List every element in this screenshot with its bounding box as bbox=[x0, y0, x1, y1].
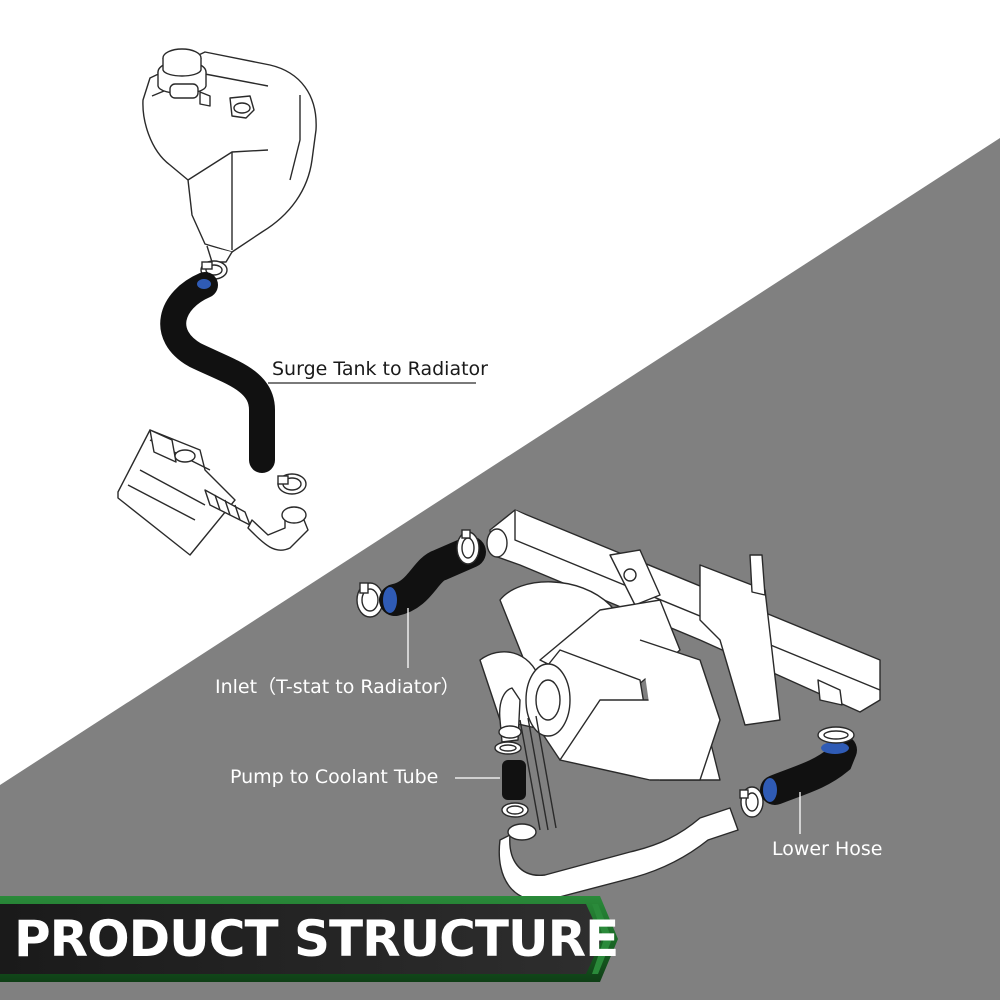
label-pump-to-coolant-tube: Pump to Coolant Tube bbox=[230, 766, 439, 788]
hose-clamp-icon bbox=[739, 786, 764, 818]
fan-icon bbox=[479, 581, 721, 831]
hose-icon bbox=[760, 735, 857, 805]
hose-clamp-icon bbox=[817, 726, 855, 744]
banner bbox=[0, 896, 618, 982]
label-surge-tank-to-radiator: Surge Tank to Radiator bbox=[272, 358, 488, 380]
hose-clamp-icon bbox=[456, 529, 480, 565]
label-lower-hose: Lower Hose bbox=[772, 838, 883, 860]
coolant-tube-icon bbox=[498, 687, 522, 743]
background-dark bbox=[0, 138, 1000, 1000]
label-inlet: Inlet（T-stat to Radiator） bbox=[215, 676, 460, 698]
hose-icon bbox=[502, 760, 526, 800]
hose-icon bbox=[379, 536, 486, 616]
coolant-tube-icon bbox=[498, 807, 739, 902]
radiator-icon bbox=[117, 429, 309, 556]
hose-clamp-icon bbox=[494, 741, 522, 755]
hose-icon bbox=[160, 272, 275, 473]
radiator-icon bbox=[486, 509, 881, 726]
hose-clamp-icon bbox=[356, 582, 384, 618]
banner-title: PRODUCT STRUCTURE bbox=[14, 910, 619, 968]
hose-clamp-icon bbox=[501, 802, 529, 818]
hose-clamp-icon bbox=[277, 473, 307, 495]
surge-tank-icon bbox=[142, 48, 317, 263]
